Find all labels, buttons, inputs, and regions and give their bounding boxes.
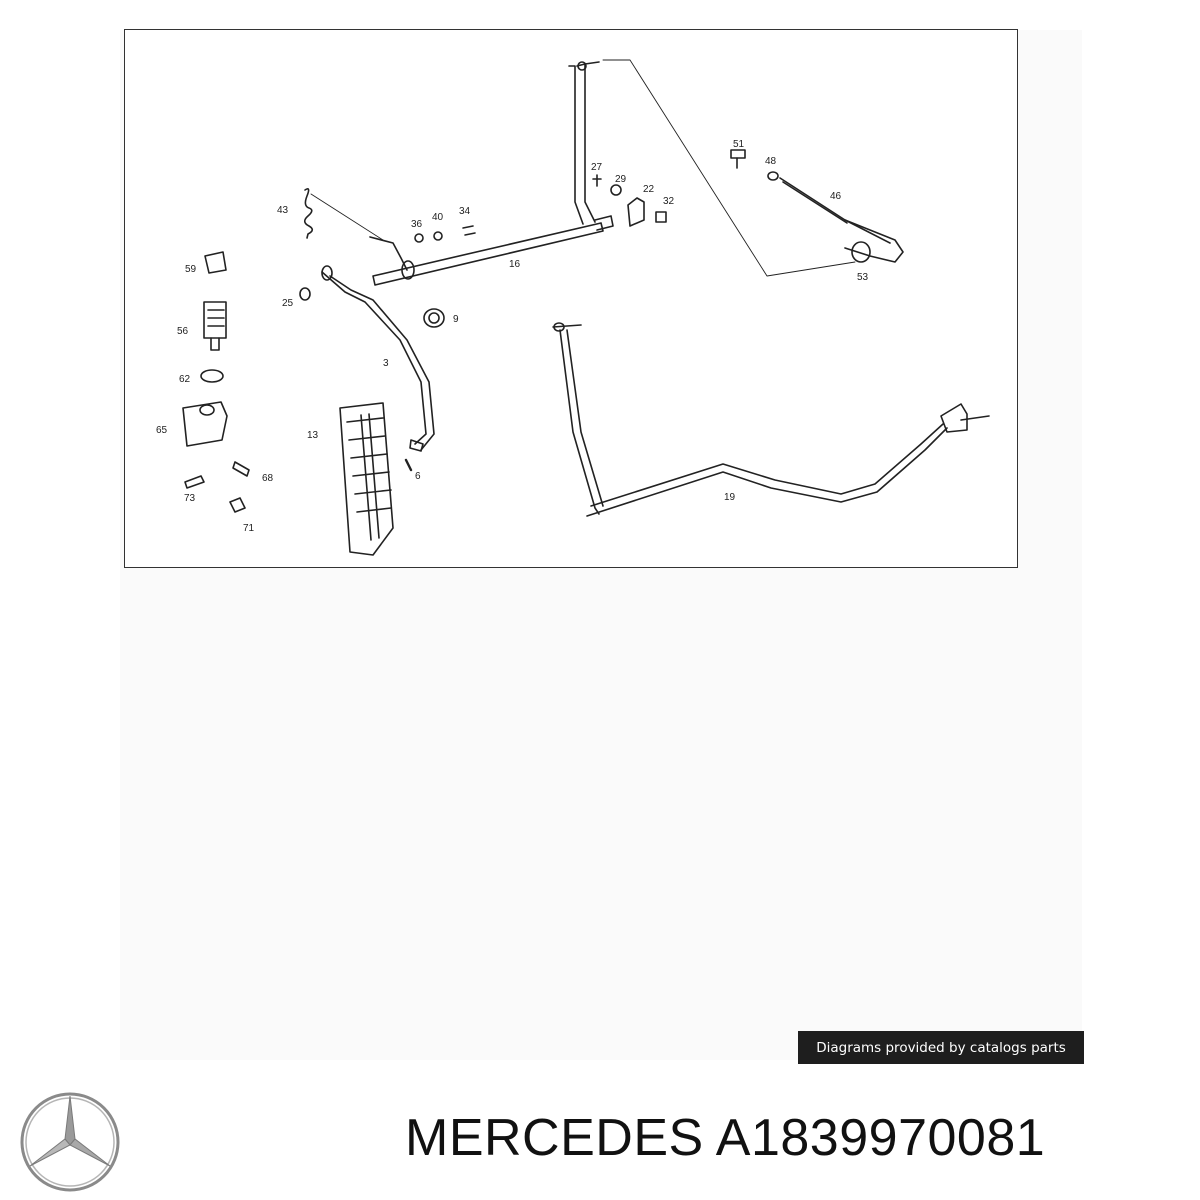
pin-part — [404, 458, 413, 472]
leader-line — [602, 59, 856, 277]
part-label-36: 36 — [411, 219, 423, 230]
part-label-25: 25 — [282, 298, 294, 309]
part-label-62: 62 — [179, 374, 191, 385]
return-spring-part — [303, 188, 384, 241]
part-label-53: 53 — [857, 272, 869, 283]
part-label-59: 59 — [185, 264, 197, 275]
throttle-shaft-part — [369, 215, 614, 286]
long-linkage-rod-part — [552, 322, 990, 517]
part-label-3: 3 — [383, 358, 389, 369]
part-label-32: 32 — [663, 196, 675, 207]
washer-and-bushing-parts — [299, 287, 445, 328]
part-label-9: 9 — [453, 314, 459, 325]
part-label-51: 51 — [733, 139, 745, 150]
part-label-46: 46 — [830, 191, 842, 202]
part-label-68: 68 — [262, 473, 274, 484]
part-label-48: 48 — [765, 156, 777, 167]
part-label-56: 56 — [177, 326, 189, 337]
part-label-73: 73 — [184, 493, 196, 504]
diagram-credit-banner: Diagrams provided by catalogs parts — [798, 1031, 1084, 1064]
part-label-65: 65 — [156, 425, 168, 436]
part-label-71: 71 — [243, 523, 255, 534]
part-label-22: 22 — [643, 184, 655, 195]
part-label-29: 29 — [615, 174, 627, 185]
left-column-parts — [182, 251, 250, 513]
mercedes-star-icon — [20, 1092, 120, 1192]
part-label-6: 6 — [415, 471, 421, 482]
screw-part — [730, 149, 746, 169]
pedal-rod-part — [321, 265, 435, 452]
part-label-34: 34 — [459, 206, 471, 217]
parts-diagram-drawing: 51 48 46 27 29 22 32 43 36 40 34 16 59 2… — [156, 59, 990, 556]
accelerator-pedal-part — [339, 402, 394, 556]
parts-diagram: 51 48 46 27 29 22 32 43 36 40 34 16 59 2… — [124, 29, 1018, 568]
vertical-lever-part — [568, 61, 600, 225]
part-label-19: 19 — [724, 492, 736, 503]
product-title: MERCEDES A1839970081 — [405, 1109, 1046, 1167]
part-label-43: 43 — [277, 205, 289, 216]
part-label-40: 40 — [432, 212, 444, 223]
part-label-13: 13 — [307, 430, 319, 441]
small-hardware-parts — [414, 174, 667, 243]
part-label-27: 27 — [591, 162, 603, 173]
part-label-16: 16 — [509, 259, 521, 270]
part-number-labels: 51 48 46 27 29 22 32 43 36 40 34 16 59 2… — [156, 139, 869, 534]
linkage-rod-part — [767, 171, 904, 263]
